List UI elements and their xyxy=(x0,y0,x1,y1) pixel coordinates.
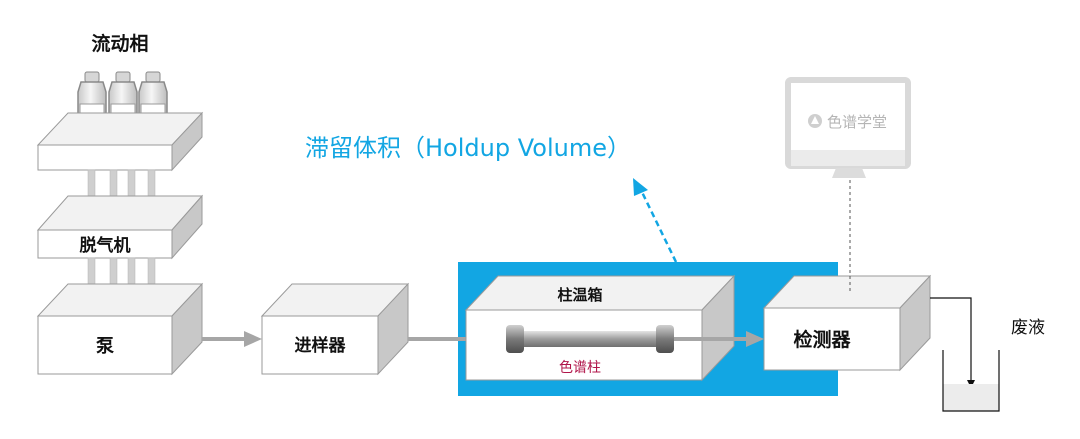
waste-line xyxy=(930,297,972,385)
solvent-tray xyxy=(36,111,204,172)
monitor-brand-label: 色谱学堂 xyxy=(827,113,887,131)
autosampler-box: 进样器 xyxy=(260,282,410,376)
detector-box: 检测器 xyxy=(762,274,932,372)
pump-label: 泵 xyxy=(96,336,114,357)
column-icon xyxy=(506,325,674,353)
holdup-volume-title: 滞留体积（Holdup Volume） xyxy=(305,134,631,162)
flow-arrow-column-to-detector xyxy=(674,331,764,347)
flow-arrow-pump-to-autosampler xyxy=(202,331,262,347)
column-label: 色谱柱 xyxy=(559,359,601,376)
holdup-volume-pointer xyxy=(633,178,678,263)
monitor-icon: 色谱学堂 xyxy=(785,77,911,178)
autosampler-label: 进样器 xyxy=(295,335,347,356)
degasser-box: 脱气机 xyxy=(36,194,204,260)
detector-label: 检测器 xyxy=(793,328,851,351)
waste-label: 废液 xyxy=(1011,318,1045,338)
pump-box: 泵 xyxy=(36,282,204,376)
mobile-phase-label: 流动相 xyxy=(91,32,148,55)
column-oven-label: 柱温箱 xyxy=(557,286,602,304)
degasser-label: 脱气机 xyxy=(80,235,131,256)
waste-container xyxy=(942,350,1000,412)
solvent-lines-upper xyxy=(87,169,156,199)
